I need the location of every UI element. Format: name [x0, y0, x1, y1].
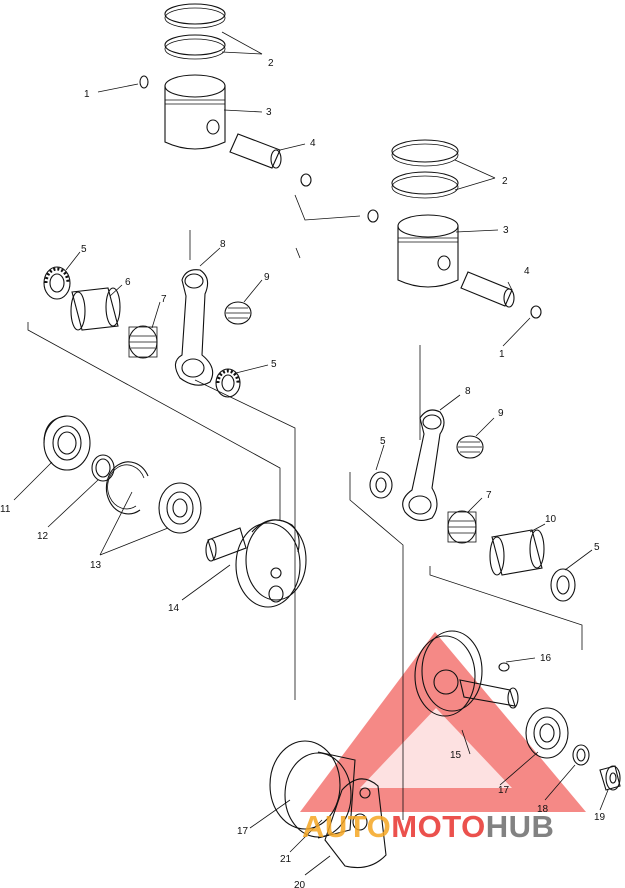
- callout-12: 12: [37, 531, 49, 542]
- crank-web-icon: [324, 778, 387, 869]
- callout-10: 10: [545, 514, 557, 525]
- callout-5: 5: [81, 244, 87, 255]
- oil-seal-icon: [572, 744, 590, 766]
- piston-ring-icon: [164, 3, 226, 25]
- thrust-washer-icon: [43, 266, 71, 300]
- piston-icon: [397, 226, 459, 288]
- callout-17: 17: [237, 826, 249, 837]
- crankshaft-right: [414, 630, 621, 791]
- thrust-washer-icon: [550, 568, 576, 602]
- callout-1: 1: [499, 349, 505, 360]
- connecting-rod-right: [369, 409, 576, 602]
- connecting-rod-left: [43, 266, 252, 398]
- small-end-bearing-icon: [456, 435, 484, 459]
- piston-ring-icon: [391, 171, 459, 195]
- callout-8: 8: [220, 239, 226, 250]
- callout-5: 5: [594, 542, 600, 553]
- thrust-washer-icon: [215, 368, 241, 398]
- callout-labels: 1 2 3 4 2 3 4 1 5 6 7 8 9 5 8 9 5 7 10 5…: [0, 58, 606, 888]
- circlip-icon: [530, 305, 542, 319]
- crank-pin-icon: [71, 287, 119, 331]
- main-bearing-icon: [525, 707, 569, 759]
- thrust-washer-icon: [369, 471, 393, 499]
- callout-2: 2: [268, 58, 274, 69]
- callout-6: 6: [125, 277, 131, 288]
- crank-flywheel-icon: [414, 635, 476, 717]
- crankshaft-left: [43, 415, 307, 608]
- callout-3: 3: [266, 107, 272, 118]
- crank-pin-icon: [491, 529, 543, 576]
- callout-16: 16: [540, 653, 552, 664]
- connecting-rod-icon: [402, 409, 445, 521]
- crank-flywheel-icon: [207, 527, 247, 561]
- callout-4: 4: [524, 266, 530, 277]
- crank-flywheel-icon: [269, 740, 341, 830]
- circlip-icon: [300, 173, 312, 187]
- callout-7: 7: [486, 490, 492, 501]
- piston-assembly-right: [367, 139, 542, 319]
- callout-3: 3: [503, 225, 509, 236]
- connecting-rod-icon: [174, 269, 214, 386]
- callout-9: 9: [264, 272, 270, 283]
- circlip-icon: [367, 209, 379, 223]
- crankshaft-bottom: [269, 740, 387, 869]
- assembly-lines: [27, 194, 583, 820]
- piston-ring-icon: [164, 34, 226, 56]
- watermark-logo: [300, 632, 586, 812]
- circlip-icon: [139, 75, 149, 89]
- leader-lines: [13, 31, 609, 876]
- callout-11: 11: [0, 504, 11, 515]
- piston-pin-icon: [229, 133, 281, 169]
- callout-5: 5: [271, 359, 277, 370]
- main-bearing-icon: [158, 482, 202, 534]
- callout-19: 19: [594, 812, 606, 823]
- small-end-bearing-icon: [224, 301, 252, 325]
- woodruff-key-icon: [498, 662, 510, 672]
- piston-assembly-left: [139, 3, 312, 187]
- callout-2: 2: [502, 176, 508, 187]
- piston-pin-icon: [460, 271, 513, 307]
- callout-9: 9: [498, 408, 504, 419]
- watermark-word-auto: AUTOMOTOHUB: [302, 809, 554, 844]
- callout-1: 1: [84, 89, 90, 100]
- callout-20: 20: [294, 880, 306, 888]
- callout-5: 5: [380, 436, 386, 447]
- callout-15: 15: [450, 750, 462, 761]
- callout-17: 17: [498, 785, 510, 796]
- callout-8: 8: [465, 386, 471, 397]
- callout-7: 7: [161, 294, 167, 305]
- callout-13: 13: [90, 560, 102, 571]
- callout-18: 18: [537, 804, 549, 815]
- main-bearing-icon: [43, 415, 91, 471]
- callout-14: 14: [168, 603, 180, 614]
- snap-ring-icon: [105, 461, 149, 515]
- piston-ring-icon: [391, 139, 459, 163]
- callout-4: 4: [310, 138, 316, 149]
- callout-21: 21: [280, 854, 292, 865]
- watermark-text: AUTOMOTOHUB: [302, 809, 554, 844]
- watermark-triangle-inner: [360, 708, 512, 788]
- piston-icon: [164, 86, 226, 150]
